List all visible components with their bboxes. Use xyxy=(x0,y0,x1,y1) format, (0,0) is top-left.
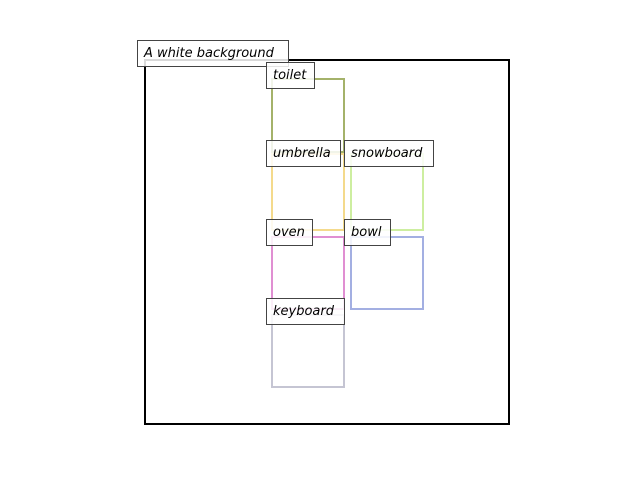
umbrella-label: umbrella xyxy=(266,140,341,167)
background-frame xyxy=(144,59,510,425)
background-label: A white background xyxy=(137,40,289,67)
oven-label: oven xyxy=(266,219,313,246)
keyboard-box xyxy=(271,314,345,388)
bowl-box xyxy=(350,236,424,310)
toilet-label: toilet xyxy=(266,62,315,89)
keyboard-label: keyboard xyxy=(266,298,345,325)
bowl-label: bowl xyxy=(344,219,391,246)
snowboard-label: snowboard xyxy=(344,140,434,167)
